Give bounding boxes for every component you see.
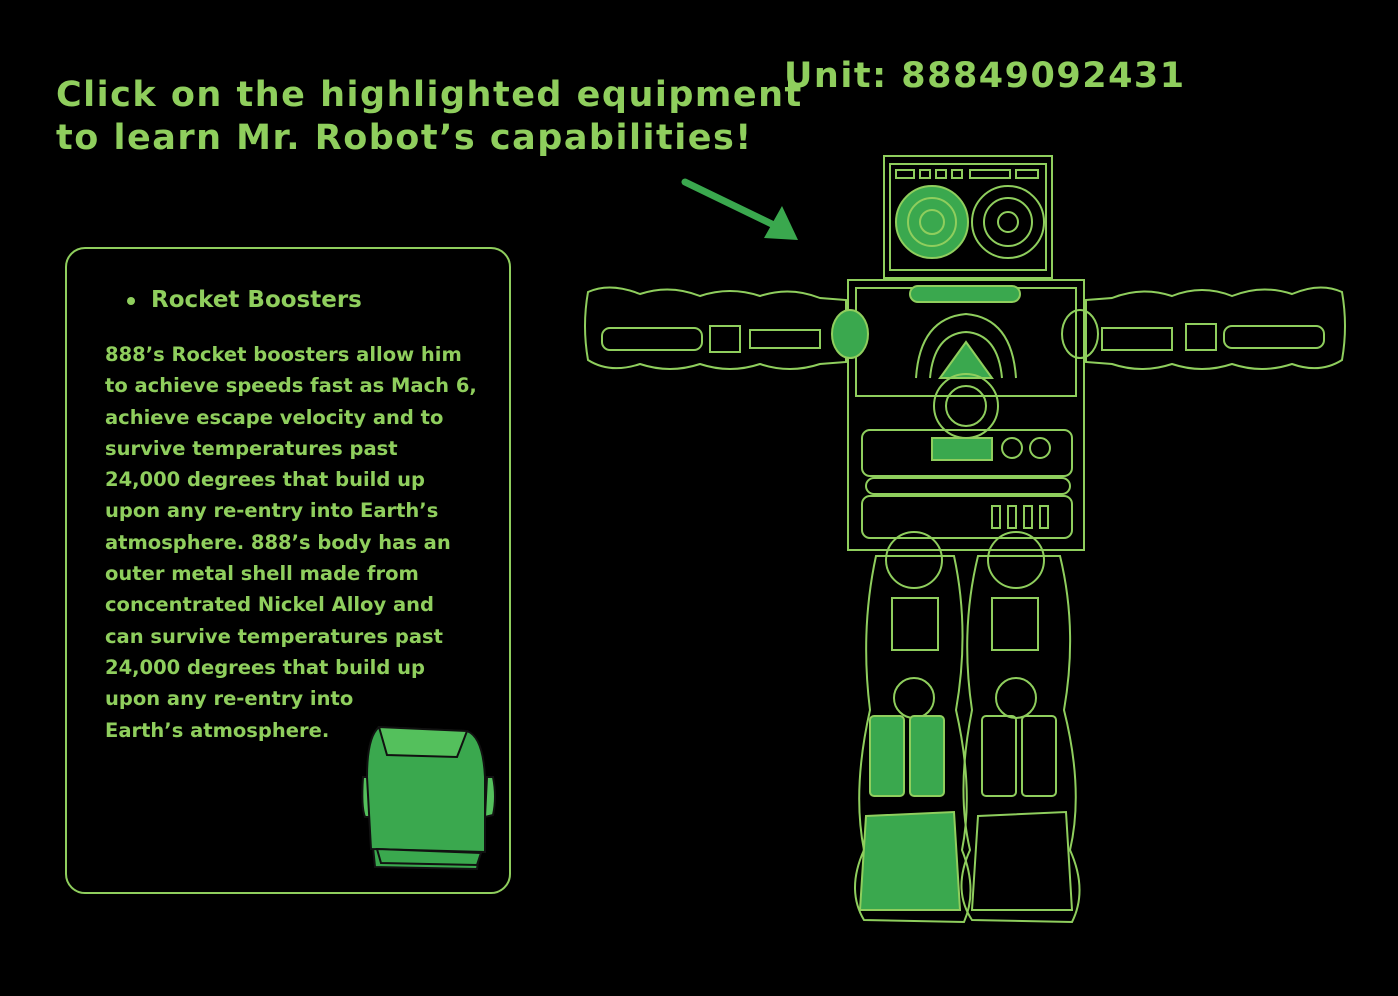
instruction-text: Click on the highlighted equipment to le…	[56, 74, 803, 160]
left-foot-booster-icon[interactable]	[858, 810, 962, 911]
rocket-booster-icon	[361, 725, 496, 871]
control-display-icon[interactable]	[931, 437, 993, 461]
panel-title: Rocket Boosters	[151, 287, 362, 313]
left-thigh-booster-icon[interactable]	[869, 715, 905, 797]
robot-head	[883, 155, 1053, 279]
instruction-line-1: Click on the highlighted equipment	[56, 75, 803, 115]
robot-diagram	[584, 155, 1346, 924]
instruction-line-2: to learn Mr. Robot’s capabilities!	[56, 118, 753, 158]
robot-right-arm	[1061, 286, 1346, 370]
robot-left-arm	[584, 286, 869, 370]
bullet-icon	[127, 297, 135, 305]
chest-panel-icon[interactable]	[909, 285, 1021, 303]
robot-left-leg	[854, 531, 972, 924]
unit-label: Unit: 88849092431	[784, 56, 1186, 96]
head-left-speaker-icon[interactable]	[895, 185, 969, 259]
gauge-icon[interactable]	[938, 340, 994, 379]
left-shoulder-booster-icon[interactable]	[831, 309, 869, 359]
info-panel: Rocket Boosters 888’s Rocket boosters al…	[65, 247, 511, 894]
head-right-speaker-icon	[971, 185, 1045, 259]
arrow-icon	[681, 178, 798, 240]
robot-torso	[847, 279, 1085, 551]
panel-description: 888’s Rocket boosters allow him to achie…	[105, 343, 477, 742]
robot-right-leg	[960, 531, 1081, 924]
